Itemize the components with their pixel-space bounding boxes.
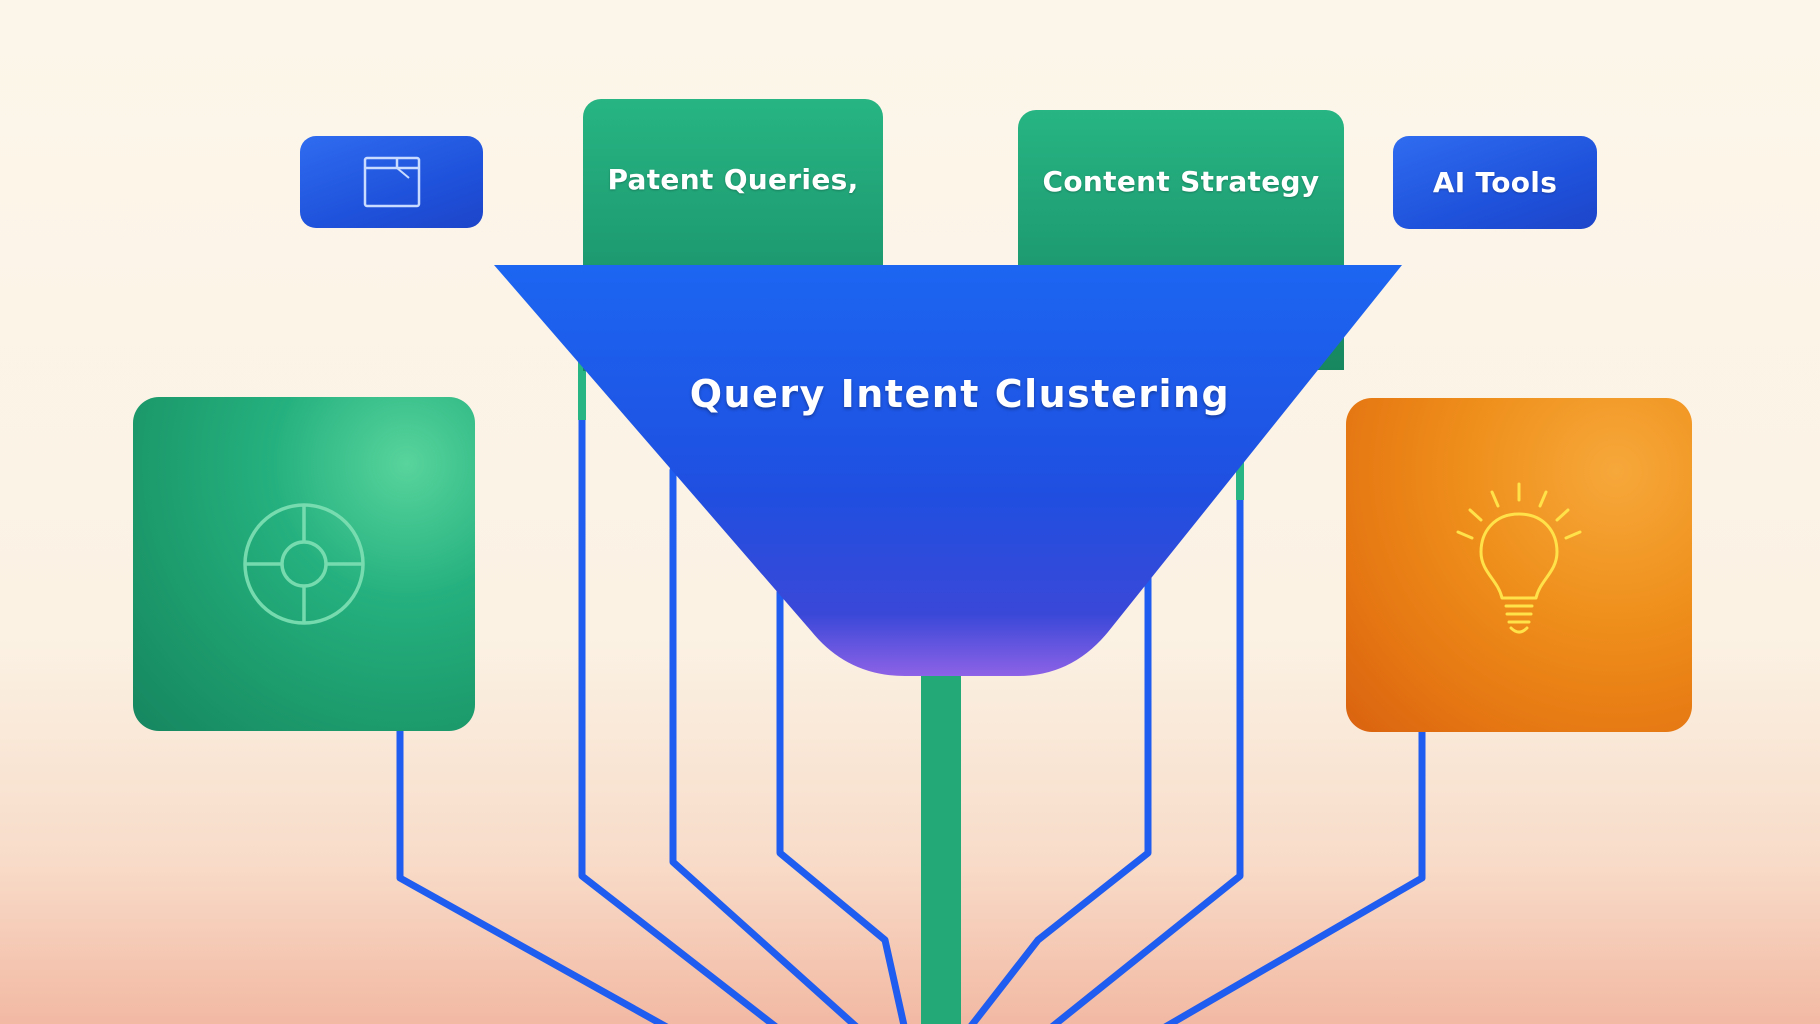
ai-tools-label: AI Tools	[1432, 166, 1558, 199]
browser-tile	[300, 136, 483, 228]
funnel-label: Query Intent Clustering	[689, 372, 1231, 416]
funnel-stem	[921, 660, 961, 1024]
connector-line	[776, 588, 908, 1024]
lightbulb-icon	[1456, 482, 1582, 634]
connector-line	[669, 466, 859, 1024]
content-strategy-label: Content Strategy	[1042, 165, 1320, 198]
patent-queries-label: Patent Queries,	[607, 163, 859, 196]
connector-line	[396, 727, 669, 1024]
target-card	[133, 397, 475, 731]
connector-line	[1163, 727, 1426, 1024]
connector-line	[968, 539, 1152, 1024]
browser-window-icon	[363, 156, 420, 208]
patent-queries-tile: Patent Queries,	[583, 99, 883, 371]
idea-card	[1346, 398, 1692, 732]
target-crosshair-icon	[243, 503, 365, 625]
connector-line	[1049, 443, 1244, 1024]
content-strategy-tile: Content Strategy	[1018, 110, 1344, 370]
connector-line	[578, 361, 778, 1024]
ai-tools-tile: AI Tools	[1393, 136, 1597, 229]
